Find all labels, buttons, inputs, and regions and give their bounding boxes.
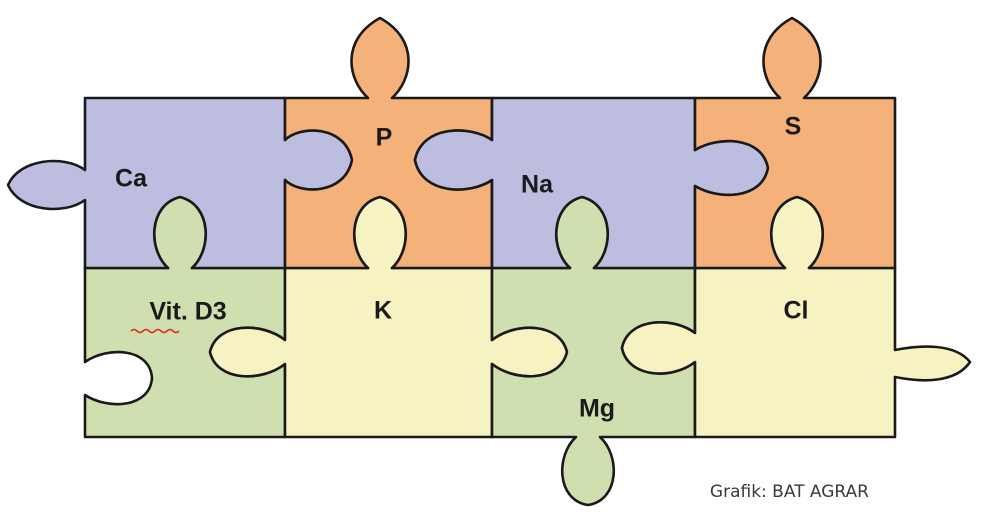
label-vitd3: Vit. D3 (149, 298, 226, 326)
label-s: S (785, 113, 802, 141)
label-na: Na (521, 171, 554, 199)
label-cl: Cl (784, 297, 809, 325)
label-k: K (374, 297, 392, 325)
label-p: P (376, 124, 393, 152)
label-mg: Mg (579, 395, 615, 423)
credit-text: Grafik: BAT AGRAR (710, 482, 869, 502)
label-ca: Ca (115, 165, 148, 193)
